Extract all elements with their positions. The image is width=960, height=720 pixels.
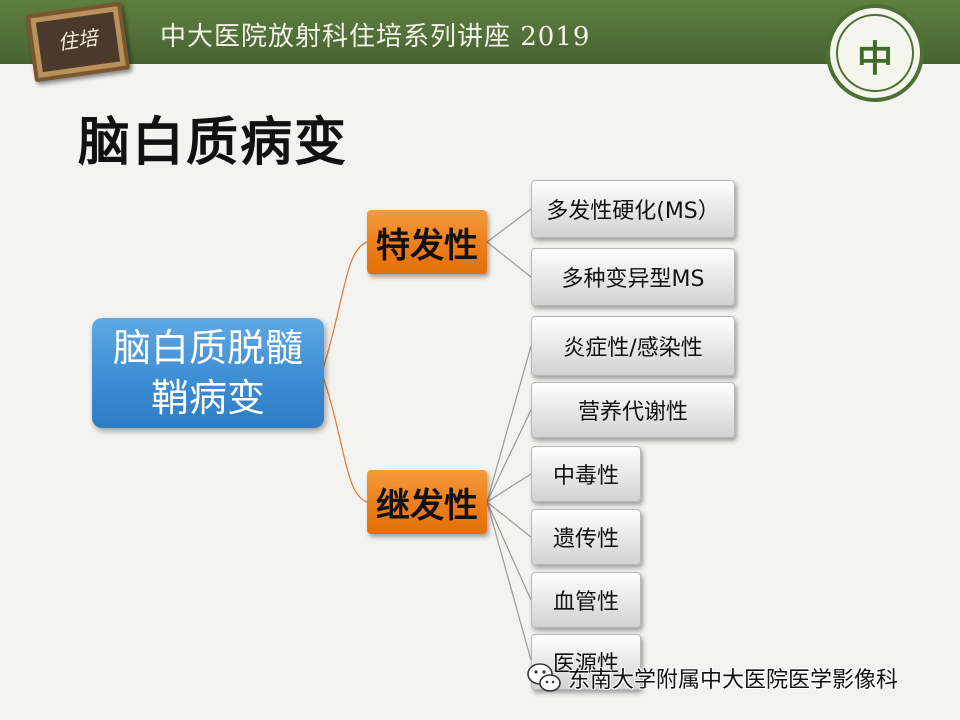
leaf-inflammatory: 炎症性/感染性 bbox=[531, 316, 735, 376]
connector-root-secondary bbox=[321, 373, 368, 503]
seal-character: 中 bbox=[856, 39, 893, 80]
hospital-seal-logo: 中 bbox=[826, 4, 924, 102]
leaf-ms-variant: 多种变异型MS bbox=[531, 248, 735, 306]
connector-iatrogenic bbox=[486, 501, 532, 661]
connector-root-idiopathic bbox=[321, 241, 368, 373]
header-title: 中大医院放射科住培系列讲座 2019 bbox=[160, 22, 591, 52]
header-bar: 住培 中大医院放射科住培系列讲座 2019 bbox=[0, 0, 960, 83]
leaf-toxic: 中毒性 bbox=[531, 446, 641, 502]
connector-inflammatory bbox=[486, 345, 532, 503]
watermark-text: 东南大学附属中大医院医学影像科 bbox=[568, 668, 899, 693]
root-line-1: 脑白质脱髓 bbox=[112, 326, 303, 370]
connector-genetic bbox=[486, 501, 532, 538]
wechat-watermark: 东南大学附属中大医院医学影像科 bbox=[524, 658, 898, 698]
leaf-vascular: 血管性 bbox=[531, 572, 641, 628]
root-line-2: 鞘病变 bbox=[150, 376, 265, 420]
seal-ring bbox=[836, 14, 914, 92]
leaf-metabolic: 营养代谢性 bbox=[531, 382, 735, 438]
connector-vascular bbox=[486, 501, 532, 601]
connector-metabolic bbox=[486, 409, 532, 503]
wechat-icon bbox=[524, 658, 564, 698]
connector-ms bbox=[486, 208, 532, 243]
page-title: 脑白质病变 bbox=[78, 113, 349, 173]
branch-idiopathic: 特发性 bbox=[367, 210, 487, 274]
connector-toxic bbox=[486, 473, 532, 503]
root-node: 脑白质脱髓 鞘病变 bbox=[92, 318, 324, 428]
branch-secondary: 继发性 bbox=[367, 470, 487, 534]
leaf-genetic: 遗传性 bbox=[531, 509, 641, 565]
connector-ms-variant bbox=[486, 241, 532, 278]
leaf-ms: 多发性硬化(MS） bbox=[531, 180, 735, 238]
